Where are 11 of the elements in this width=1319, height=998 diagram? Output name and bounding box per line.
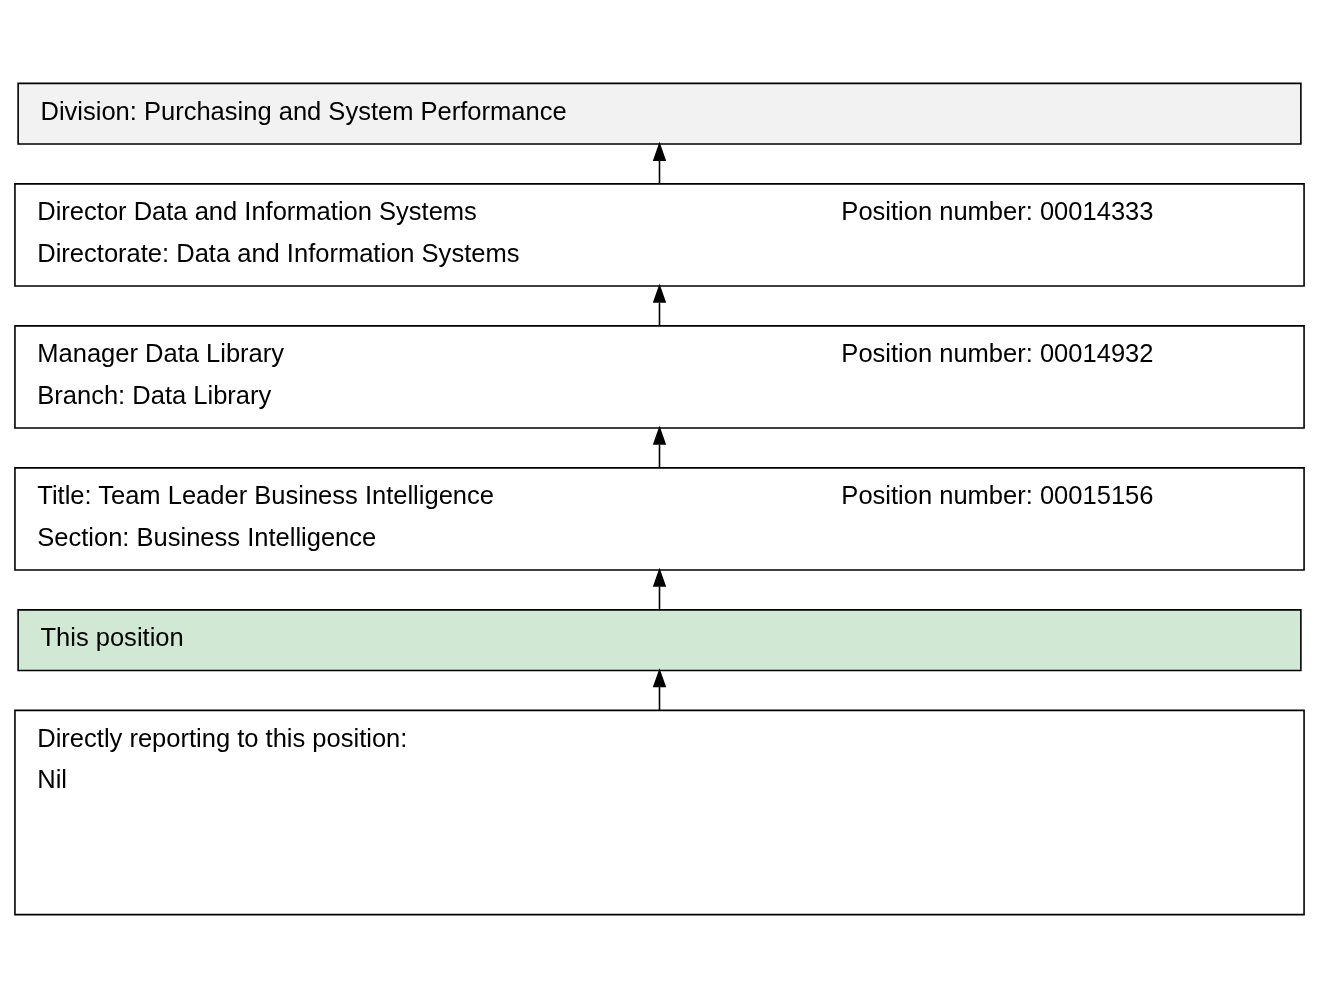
node-box: Directly reporting to this position: Nil [14, 709, 1305, 916]
arrow [652, 283, 667, 327]
node-box: Director Data and Information Systems Position number: 00014333 Directorate: Data and Information Systems [14, 183, 1305, 287]
arrow [652, 425, 667, 469]
arrow [652, 668, 667, 711]
node-box: Title: Team Leader Business Intelligence Position number: 00015156 Section: Business Intelligence [14, 467, 1305, 571]
arrow [652, 567, 667, 611]
node-box: Division: Purchasing and System Performance [17, 82, 1302, 145]
arrow [652, 141, 667, 185]
node-box: Manager Data Library Position number: 00014932 Branch: Data Library [14, 325, 1305, 429]
node-box: This position [17, 609, 1302, 672]
